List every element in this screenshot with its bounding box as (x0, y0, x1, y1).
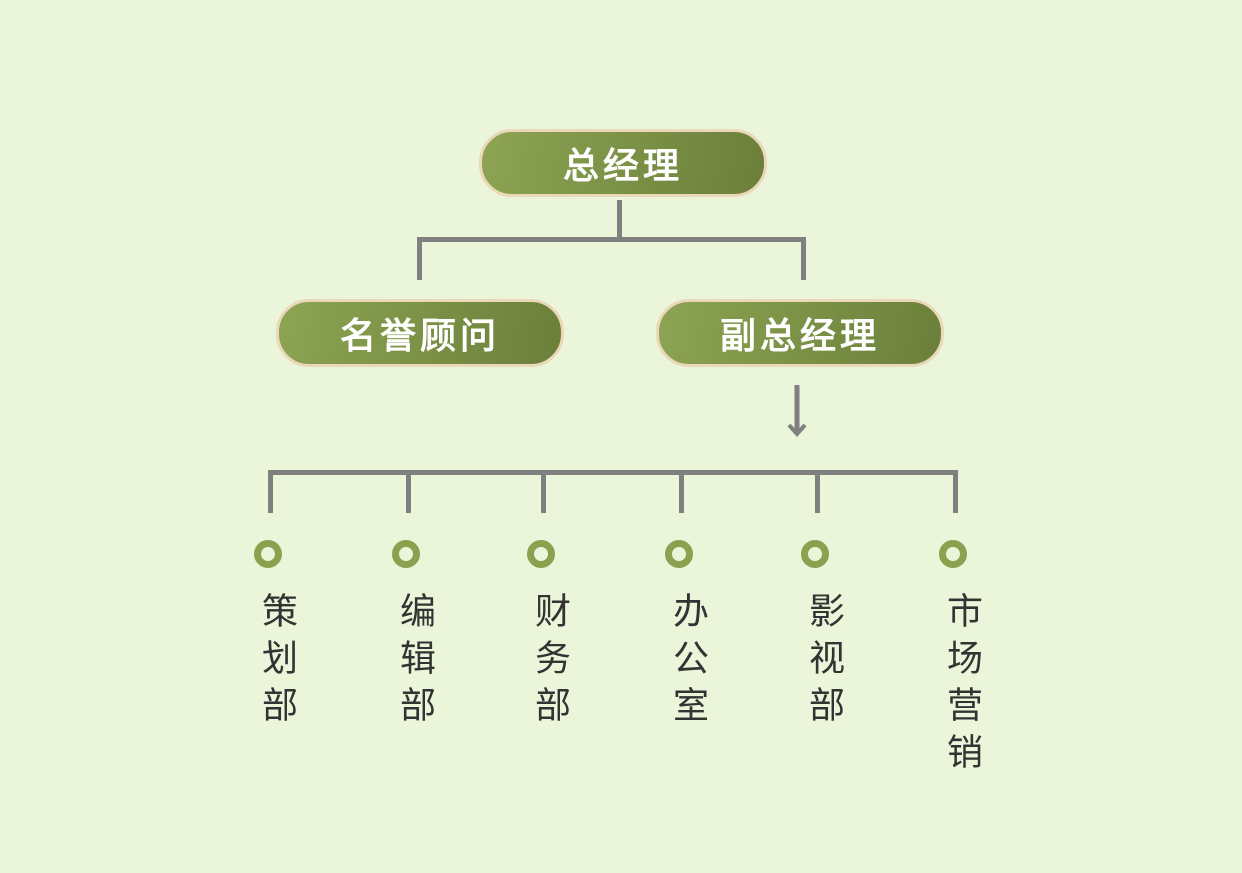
connector (406, 470, 411, 513)
connector (953, 470, 958, 513)
node-honorary-advisor: 名誉顾问 (276, 299, 564, 367)
department-label: 策划部 (256, 592, 297, 733)
connector (679, 470, 684, 513)
bullet-ring-icon (801, 540, 829, 568)
connector (417, 237, 806, 242)
connector (268, 470, 958, 475)
node-label: 名誉顾问 (339, 316, 500, 357)
bullet-ring-icon (939, 540, 967, 568)
node-label: 副总经理 (719, 316, 880, 357)
connector (801, 237, 806, 280)
connector (541, 470, 546, 513)
department-label: 财务部 (529, 592, 570, 733)
connector (417, 237, 422, 280)
bullet-ring-icon (527, 540, 555, 568)
department-label: 办公室 (667, 592, 708, 733)
arrow-down-icon (787, 385, 807, 438)
department-label: 市场营销 (941, 592, 982, 780)
bullet-ring-icon (665, 540, 693, 568)
node-general-manager: 总经理 (479, 129, 767, 197)
connector (815, 470, 820, 513)
department-label: 影视部 (803, 592, 844, 733)
bullet-ring-icon (254, 540, 282, 568)
connector (268, 470, 273, 513)
department-label: 编辑部 (394, 592, 435, 733)
node-deputy-manager: 副总经理 (656, 299, 944, 367)
bullet-ring-icon (392, 540, 420, 568)
connector (617, 200, 622, 240)
node-label: 总经理 (562, 146, 683, 187)
